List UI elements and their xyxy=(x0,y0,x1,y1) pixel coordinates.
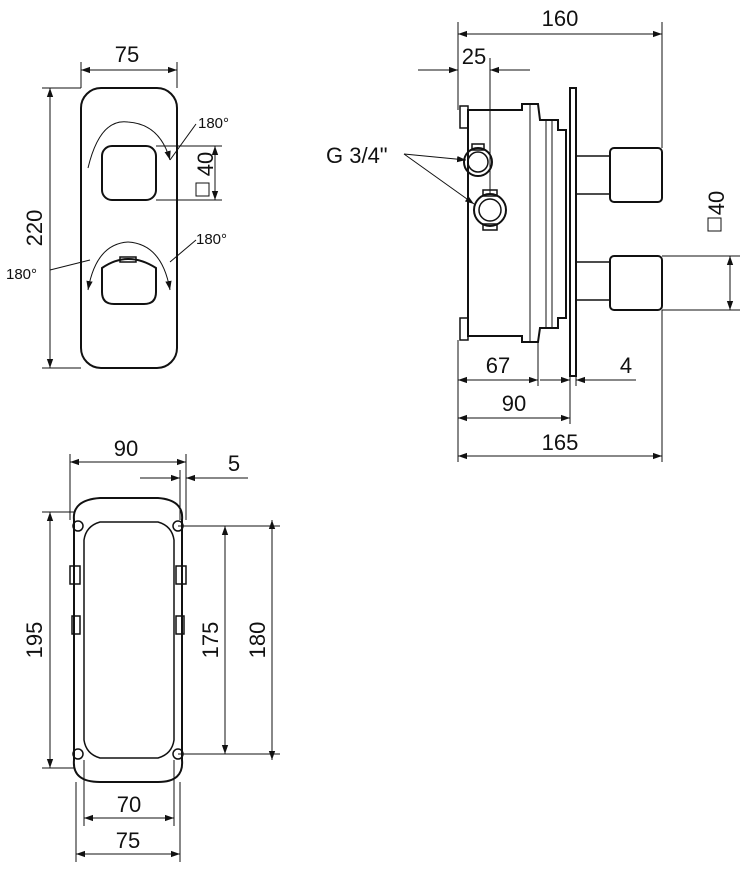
box-bottom-inner-label: 70 xyxy=(117,792,141,817)
depth-b-label: 90 xyxy=(502,391,526,416)
mid-rotation-arc-left xyxy=(86,241,129,291)
side-square-label: 40 xyxy=(704,191,729,215)
box-width-label: 90 xyxy=(114,436,138,461)
square-symbol-side xyxy=(707,217,722,232)
side-overall-label: 160 xyxy=(542,6,579,31)
lower-stem xyxy=(575,261,611,301)
front-width-label: 75 xyxy=(115,42,139,67)
square-symbol xyxy=(195,182,210,197)
screw-tab-tl xyxy=(72,520,84,532)
valve-body xyxy=(467,103,567,343)
mount-lug-bottom xyxy=(459,317,469,341)
side-view xyxy=(403,22,740,462)
top-rotation-arc xyxy=(87,121,171,169)
clip-right-2 xyxy=(175,615,185,635)
box-view xyxy=(42,454,280,862)
angle-mid-left-label: 180° xyxy=(6,266,37,283)
upper-knob xyxy=(609,147,663,203)
front-plate xyxy=(80,87,178,369)
screw-tab-bl xyxy=(72,748,84,760)
box-offset-label: 5 xyxy=(228,451,240,476)
thread-label: G 3/4" xyxy=(326,143,388,168)
fitting-lower xyxy=(473,189,507,231)
wall-plate xyxy=(569,87,577,377)
front-height-label: 220 xyxy=(22,210,47,247)
angle-top-label: 180° xyxy=(198,115,229,132)
box-height-total-label: 180 xyxy=(245,622,270,659)
angle-mid-right-label: 180° xyxy=(196,231,227,248)
clip-left-1 xyxy=(69,565,81,585)
mid-rotation-arc-right xyxy=(127,241,172,291)
bottom-knob xyxy=(101,258,157,305)
mount-lug-top xyxy=(459,105,469,129)
bottom-knob-tab xyxy=(119,256,137,263)
box-bottom-outer-label: 75 xyxy=(116,828,140,853)
depth-a-label: 67 xyxy=(486,353,510,378)
clip-left-2 xyxy=(71,615,81,635)
lower-knob xyxy=(609,255,663,311)
front-square-label: 40 xyxy=(193,152,218,176)
box-outer xyxy=(72,497,184,783)
side-offset-label: 25 xyxy=(462,44,486,69)
side-total-label: 165 xyxy=(542,430,579,455)
front-view xyxy=(42,62,222,369)
box-height-inner-label: 175 xyxy=(198,622,223,659)
top-knob xyxy=(101,145,157,201)
clip-right-1 xyxy=(175,565,187,585)
box-inner xyxy=(83,521,175,759)
box-height-outer-label: 195 xyxy=(22,622,47,659)
upper-stem xyxy=(575,155,611,195)
plate-label: 4 xyxy=(620,353,632,378)
